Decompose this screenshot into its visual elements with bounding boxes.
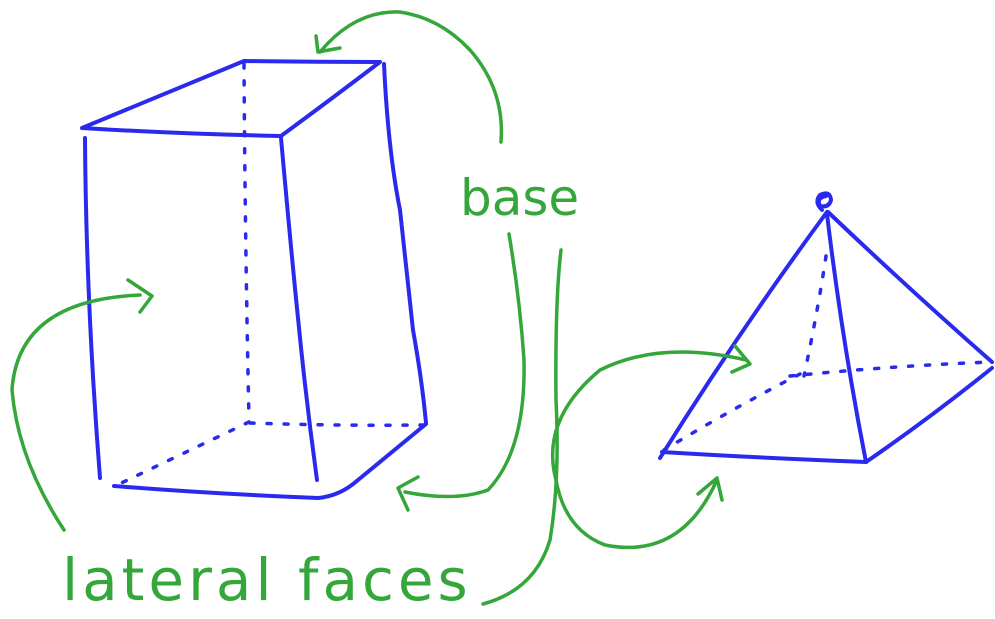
prism-top-face xyxy=(80,59,382,138)
prism-edge-front-left xyxy=(83,136,102,480)
rectangular-prism xyxy=(80,59,428,500)
prism-hidden-edge-vertical xyxy=(242,62,251,422)
square-pyramid xyxy=(658,191,994,464)
pyramid-edge-left xyxy=(658,210,829,460)
arrow-lateral-to-pyramid-loop xyxy=(551,350,748,482)
pyramid-hidden-base-left xyxy=(662,372,802,452)
arrow-head-base-bottom xyxy=(396,475,420,512)
arrow-base-to-bottom xyxy=(403,232,526,499)
annotation-arrows xyxy=(10,10,752,606)
pyramid-hidden-base-back xyxy=(788,360,992,378)
arrow-base-to-top xyxy=(318,10,504,144)
pyramid-edge-right xyxy=(826,210,994,364)
prism-edge-bottom-right xyxy=(316,422,428,500)
label-base: base xyxy=(460,169,579,227)
pyramid-base-right xyxy=(864,366,994,464)
pyramid-edge-front xyxy=(825,212,868,464)
prism-hidden-edge-bottom-left xyxy=(113,420,251,488)
pyramid-apex-mark xyxy=(815,191,833,212)
prism-edge-back-right xyxy=(382,62,428,425)
prism-edge-bottom-front xyxy=(112,484,320,500)
arrow-lateral-to-pyramid-lower xyxy=(554,478,718,550)
arrow-head-pyramid-face xyxy=(730,344,752,374)
arrow-head-lateral-prism xyxy=(126,278,154,314)
arrow-head-pyramid-lower xyxy=(696,476,724,502)
arrow-lateral-to-pyramid xyxy=(481,248,563,606)
arrow-head-base-top xyxy=(314,34,342,54)
label-lateral-faces: lateral faces xyxy=(62,546,472,614)
prism-hidden-edge-bottom-right xyxy=(248,421,426,427)
prism-edge-front-right xyxy=(279,136,319,482)
pyramid-base-front xyxy=(660,450,868,464)
arrow-lateral-to-prism xyxy=(10,293,142,532)
pyramid-hidden-edge-back xyxy=(802,254,828,378)
